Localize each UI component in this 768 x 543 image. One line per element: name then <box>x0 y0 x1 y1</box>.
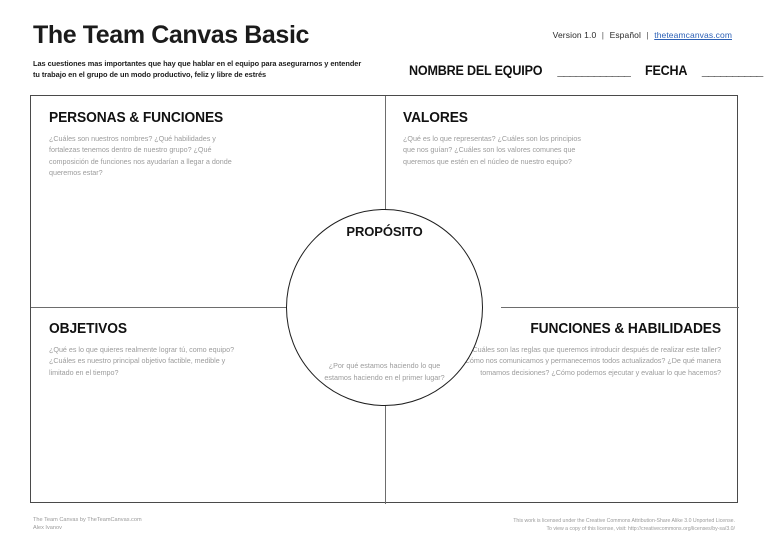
quadrant-text-objetivos: ¿Qué es lo que quieres realmente lograr … <box>49 345 235 377</box>
meta-separator-1: | <box>601 30 605 40</box>
quadrant-text-funciones: ¿Cuáles son las reglas que queremos intr… <box>460 345 721 377</box>
quadrant-title-personas: PERSONAS & FUNCIONES <box>49 110 224 126</box>
quadrant-text-valores: ¿Qué es lo que representas? ¿Cuáles son … <box>403 134 581 166</box>
meta-separator-2: | <box>646 30 649 40</box>
page-subtitle: Las cuestiones mas importantes que hay q… <box>33 59 362 79</box>
circle-title-proposito: PROPÓSITO <box>346 224 423 239</box>
quadrant-personas-funciones[interactable]: PERSONAS & FUNCIONES ¿Cuáles son nuestro… <box>49 110 349 179</box>
footer-credit-line1: The Team Canvas by TheTeamCanvas.com <box>33 517 142 523</box>
header-meta: Version 1.0 | Español | theteamcanvas.co… <box>553 30 732 40</box>
quadrant-objetivos[interactable]: OBJETIVOS ¿Qué es lo que quieres realmen… <box>49 321 349 378</box>
footer-license: This work is licensed under the Creative… <box>513 517 735 533</box>
divider-horizontal-right <box>501 307 739 309</box>
footer-license-line2: To view a copy of this license, visit: h… <box>546 526 735 532</box>
language-label: Español <box>609 30 641 40</box>
footer-credit: The Team Canvas by TheTeamCanvas.com Ale… <box>33 516 142 532</box>
date-label: FECHA <box>644 63 687 78</box>
quadrant-title-valores: VALORES <box>403 110 468 126</box>
footer-credit-line2: Alex Ivanov <box>33 525 62 532</box>
footer-license-line1: This work is licensed under the Creative… <box>513 518 735 524</box>
canvas-frame: PERSONAS & FUNCIONES ¿Cuáles son nuestro… <box>30 95 739 504</box>
date-input-blank[interactable]: __________ <box>701 63 763 78</box>
version-label: Version 1.0 <box>552 30 597 40</box>
team-name-input-blank[interactable]: ____________ <box>557 63 631 78</box>
theteamcanvas-link[interactable]: theteamcanvas.com <box>654 30 732 40</box>
team-name-label: NOMBRE DEL EQUIPO <box>409 63 543 78</box>
circle-text-proposito: ¿Por qué estamos haciendo lo que estamos… <box>324 361 445 382</box>
divider-horizontal-left <box>31 307 287 309</box>
page-title: The Team Canvas Basic <box>33 21 309 49</box>
quadrant-funciones-habilidades[interactable]: FUNCIONES & HABILIDADES ¿Cuáles son las … <box>421 321 721 378</box>
quadrant-valores[interactable]: VALORES ¿Qué es lo que representas? ¿Cuá… <box>403 110 703 167</box>
team-info-fields: NOMBRE DEL EQUIPO ____________ FECHA ___… <box>409 63 763 78</box>
quadrant-title-objetivos: OBJETIVOS <box>49 321 127 337</box>
quadrant-text-personas: ¿Cuáles son nuestros nombres? ¿Qué habil… <box>49 134 232 178</box>
quadrant-title-funciones: FUNCIONES & HABILIDADES <box>530 321 721 337</box>
center-circle-proposito[interactable]: PROPÓSITO ¿Por qué estamos haciendo lo q… <box>286 209 483 406</box>
